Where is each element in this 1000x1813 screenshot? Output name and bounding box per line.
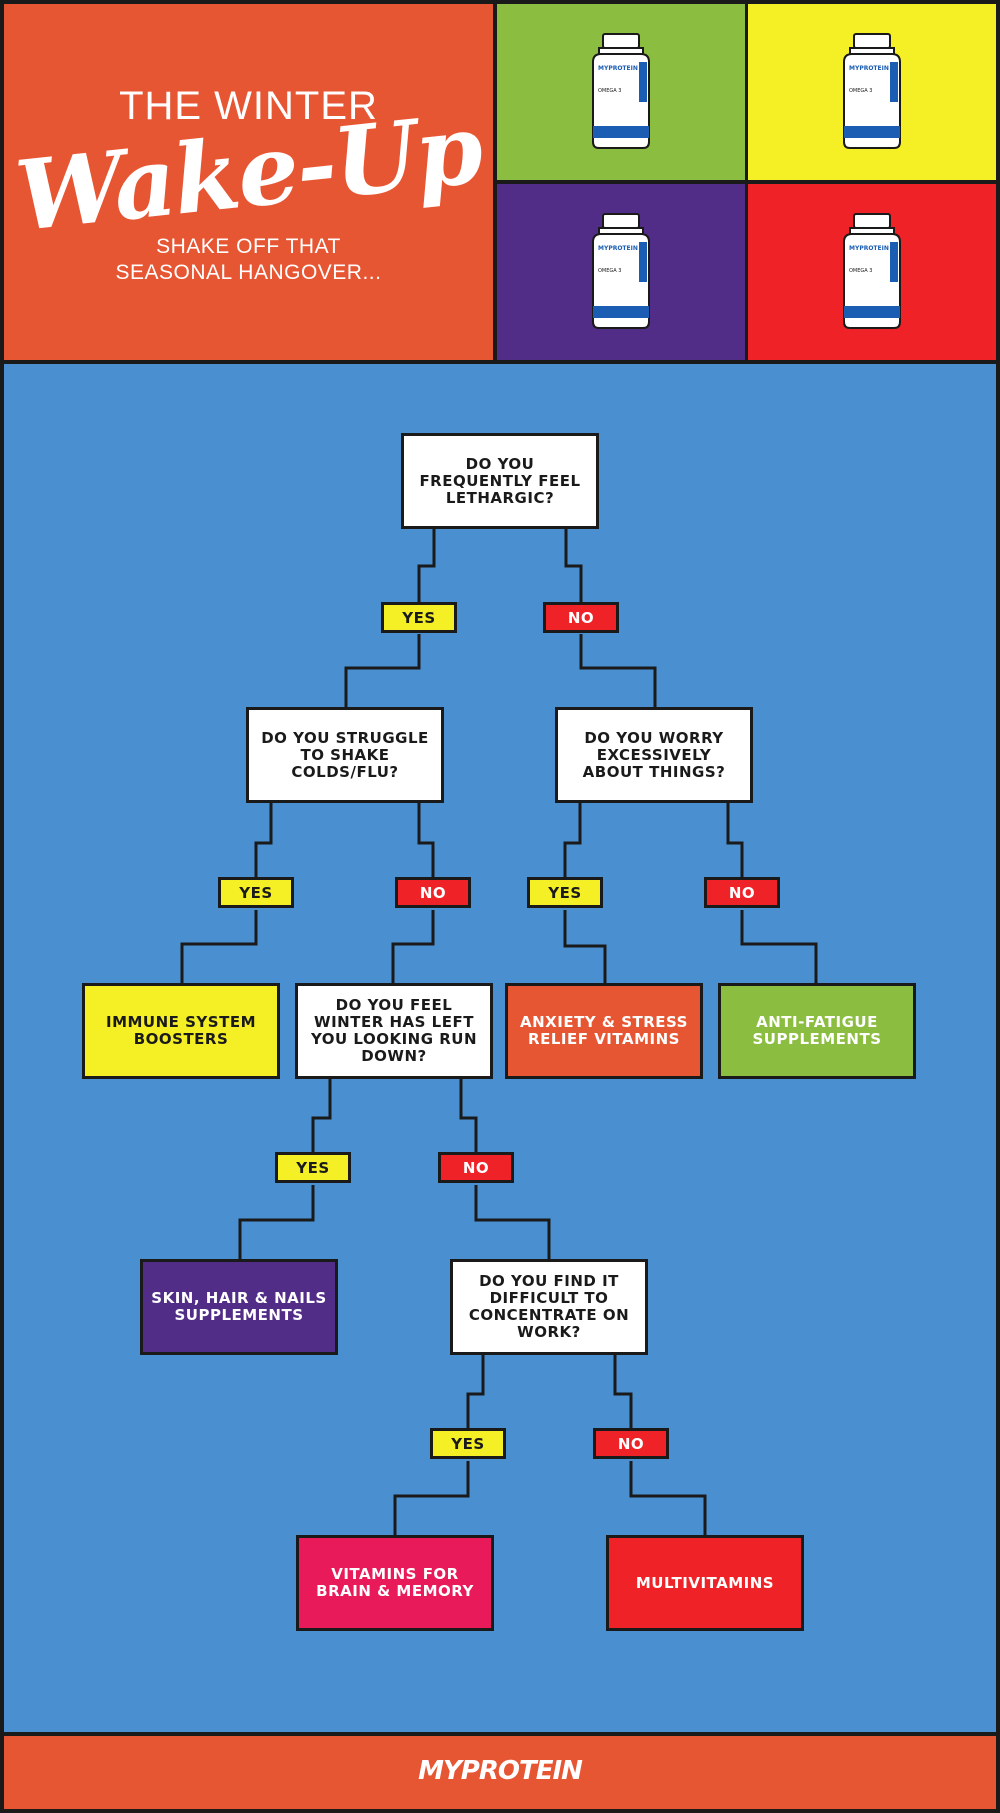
connector-q5-no xyxy=(613,1353,633,1430)
yes-tag-q4: YES xyxy=(275,1152,351,1183)
result-anxiety-stress-relief: ANXIETY & STRESS RELIEF VITAMINS xyxy=(505,983,703,1079)
result-multivitamins: MULTIVITAMINS xyxy=(606,1535,804,1631)
no-tag-q4: NO xyxy=(438,1152,514,1183)
subtitle-line2: SEASONAL HANGOVER... xyxy=(115,261,382,284)
question-worry: DO YOU WORRY EXCESSIVELY ABOUT THINGS? xyxy=(555,707,753,803)
supplement-bottle-icon: MYPROTEIN OMEGA 3 xyxy=(592,213,650,329)
bottle-tile-red: MYPROTEIN OMEGA 3 xyxy=(748,184,996,360)
connector-no-q3 xyxy=(579,634,657,709)
connector-q4-no xyxy=(459,1077,478,1154)
connector-q3-yes xyxy=(563,801,582,879)
supplement-bottle-icon: MYPROTEIN OMEGA 3 xyxy=(843,213,901,329)
footer: MYPROTEIN xyxy=(4,1736,996,1809)
question-lethargic: DO YOU FREQUENTLY FEEL LETHARGIC? xyxy=(401,433,599,529)
connector-yes-brain xyxy=(393,1461,470,1537)
connector-yes-immune xyxy=(180,910,258,985)
connector-no-multi xyxy=(629,1461,707,1537)
yes-tag-q1: YES xyxy=(381,602,457,633)
question-run-down: DO YOU FEEL WINTER HAS LEFT YOU LOOKING … xyxy=(295,983,493,1079)
connector-q2-yes xyxy=(254,801,273,879)
connector-q1-no xyxy=(564,527,583,603)
connector-yes-skin xyxy=(238,1185,315,1261)
title-line1: THE WINTER xyxy=(119,84,378,128)
connector-q1-yes xyxy=(417,527,436,603)
myprotein-logo: MYPROTEIN xyxy=(418,1756,583,1786)
bottle-brand: MYPROTEIN xyxy=(849,245,889,252)
bottle-tile-purple: MYPROTEIN OMEGA 3 xyxy=(497,184,745,360)
connector-q4-yes xyxy=(311,1077,332,1154)
connector-no-q5 xyxy=(474,1185,551,1261)
bottle-product: OMEGA 3 xyxy=(849,268,872,274)
bottle-tile-yellow: MYPROTEIN OMEGA 3 xyxy=(748,4,996,180)
connector-no-antifatigue xyxy=(740,910,818,985)
bottle-product: OMEGA 3 xyxy=(598,268,621,274)
no-tag-q2: NO xyxy=(395,877,471,908)
connector-yes-q2 xyxy=(344,634,421,709)
bottle-product: OMEGA 3 xyxy=(849,88,872,94)
no-tag-q1: NO xyxy=(543,602,619,633)
subtitle: SHAKE OFF THAT SEASONAL HANGOVER... xyxy=(4,234,493,286)
bottle-brand: MYPROTEIN xyxy=(598,65,638,72)
result-anti-fatigue: ANTI-FATIGUE SUPPLEMENTS xyxy=(718,983,916,1079)
no-tag-q5: NO xyxy=(593,1428,669,1459)
no-tag-q3: NO xyxy=(704,877,780,908)
connector-q2-no xyxy=(417,801,435,879)
supplement-bottle-icon: MYPROTEIN OMEGA 3 xyxy=(843,33,901,149)
connector-yes-anxiety xyxy=(563,910,607,985)
result-brain-memory: VITAMINS FOR BRAIN & MEMORY xyxy=(296,1535,494,1631)
question-colds-flu: DO YOU STRUGGLE TO SHAKE COLDS/FLU? xyxy=(246,707,444,803)
connector-q5-yes xyxy=(466,1353,485,1430)
bottle-product: OMEGA 3 xyxy=(598,88,621,94)
subtitle-line1: SHAKE OFF THAT xyxy=(156,235,341,258)
bottle-brand: MYPROTEIN xyxy=(849,65,889,72)
header-banner: THE WINTER Wake-Up SHAKE OFF THAT SEASON… xyxy=(4,4,493,360)
yes-tag-q3: YES xyxy=(527,877,603,908)
yes-tag-q2: YES xyxy=(218,877,294,908)
connector-no-q4 xyxy=(391,910,435,985)
yes-tag-q5: YES xyxy=(430,1428,506,1459)
supplement-bottle-icon: MYPROTEIN OMEGA 3 xyxy=(592,33,650,149)
bottle-tile-green: MYPROTEIN OMEGA 3 xyxy=(497,4,745,180)
question-concentrate: DO YOU FIND IT DIFFICULT TO CONCENTRATE … xyxy=(450,1259,648,1355)
result-skin-hair-nails: SKIN, HAIR & NAILS SUPPLEMENTS xyxy=(140,1259,338,1355)
bottle-brand: MYPROTEIN xyxy=(598,245,638,252)
result-immune-system-boosters: IMMUNE SYSTEM BOOSTERS xyxy=(82,983,280,1079)
connector-q3-no xyxy=(726,801,744,879)
